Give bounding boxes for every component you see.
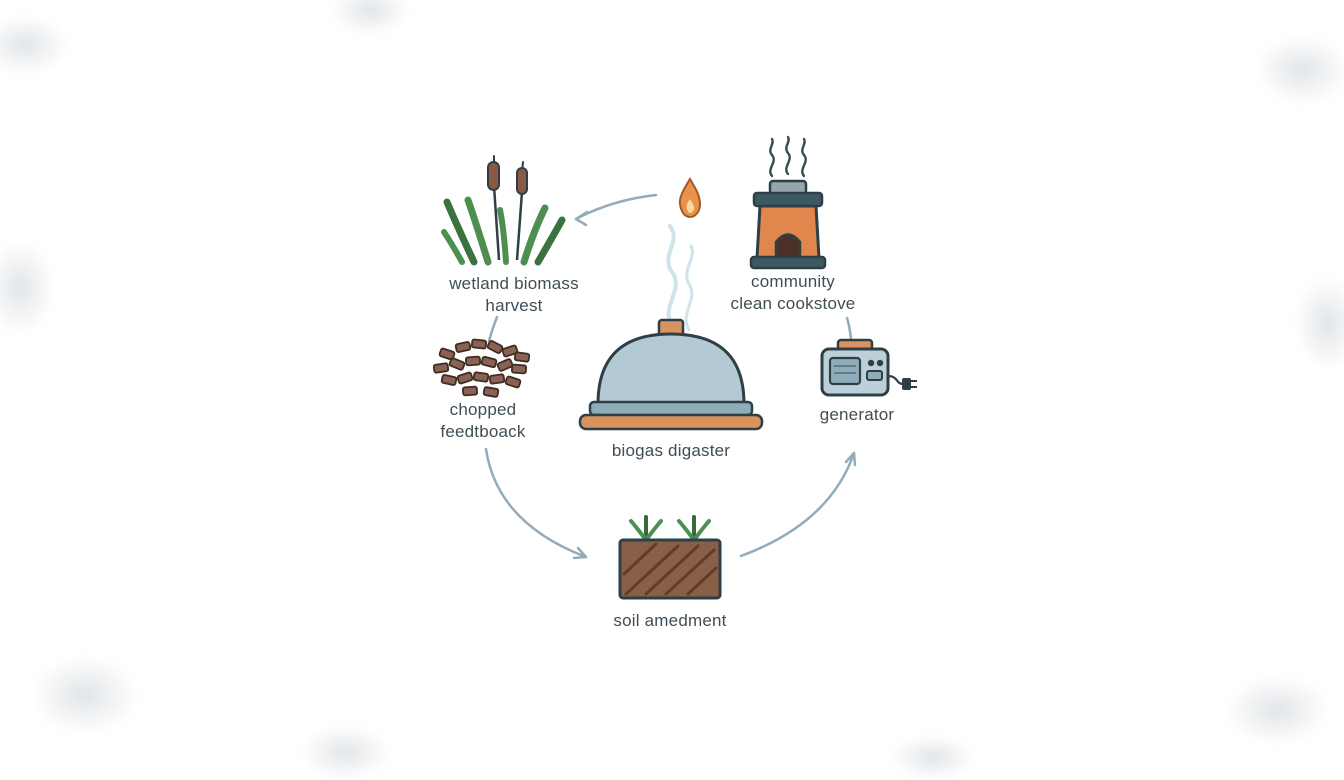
wetland-biomass-label-line2: harvest [485,296,543,316]
cattail-grass-icon [441,155,566,266]
generator-label: generator [820,404,895,426]
soil-bed-icon [618,515,722,600]
wetland-biomass-label: wetland biomass harvest [449,273,579,317]
connector-wetland-to-feedstock [487,315,499,343]
flame-icon [678,177,702,219]
arrow-soil-to-generator [739,451,857,558]
cookstove-label-line1: community [751,272,835,291]
arrow-cookstove-to-wetland [574,193,658,227]
cookstove-label: community clean cookstove [731,271,856,315]
biogas-digester-label-line1: biogas digaster [611,441,731,460]
arrow-feedstock-to-soil [484,447,588,560]
soil-amendment-label: soil amedment [613,610,726,632]
biogas-digester-label: biogas digaster [612,440,730,462]
chopped-feedstock-label-line1: chopped [449,400,517,419]
chopped-feedstock-label-line2: feedtboack [440,422,526,442]
soil-amendment-label-line1: soil amedment [613,611,727,630]
cookstove-steam-icon [769,135,807,178]
wood-chips-icon [432,338,531,398]
dome-digester-icon [578,318,764,431]
wetland-biomass-label-line1: wetland biomass [449,274,579,293]
generator-icon [820,338,917,397]
connector-cookstove-to-generator [845,316,853,341]
cookstove-icon [749,135,827,270]
chopped-feedstock-label: chopped feedtboack [440,399,525,443]
generator-label-line1: generator [819,405,895,424]
steam-icon [666,224,694,332]
cookstove-label-line2: clean cookstove [730,294,856,314]
